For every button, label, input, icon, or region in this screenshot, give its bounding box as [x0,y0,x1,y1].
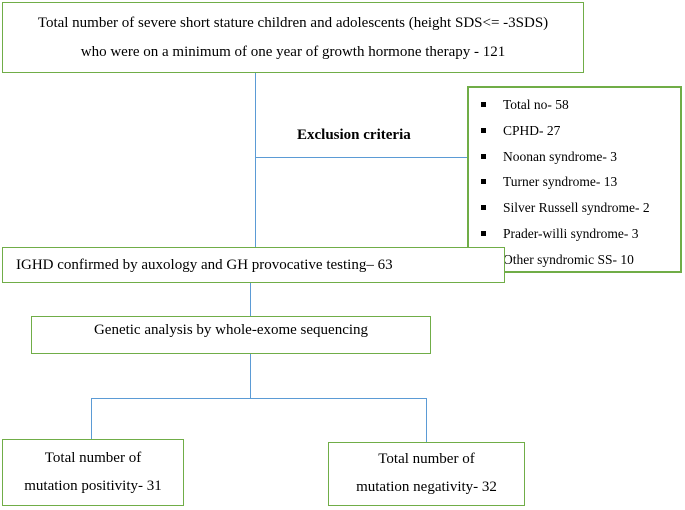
exclusion-item: Noonan syndrome- 3 [477,144,680,170]
mutation-negative-box: Total number of mutation negativity- 32 [328,442,525,506]
ighd-text: IGHD confirmed by auxology and GH provoc… [16,257,393,273]
bullet-icon [481,179,486,185]
connector-to-negative [426,398,427,442]
bullet-icon [481,102,486,107]
bullet-icon [481,205,486,211]
positive-line-2: mutation positivity- 31 [24,478,162,494]
exclusion-criteria-title: Exclusion criteria [297,127,411,143]
connector-split [91,398,427,399]
genetic-analysis-text: Genetic analysis by whole-exome sequenci… [93,322,369,338]
genetic-analysis-box: Genetic analysis by whole-exome sequenci… [31,316,431,354]
exclusion-item: Other syndromic SS- 10 [477,247,680,273]
connector-to-positive [91,398,92,439]
connector-top-to-ighd [255,73,256,247]
connector-genetic-down [250,354,251,398]
exclusion-item: Total no- 58 [477,92,680,118]
exclusion-item: CPHD- 27 [477,118,680,144]
cohort-line-1: Total number of severe short stature chi… [37,15,549,31]
bullet-icon [481,230,486,236]
positive-line-1: Total number of [44,450,142,466]
negative-line-1: Total number of [378,451,475,467]
negative-line-2: mutation negativity- 32 [356,479,497,495]
bullet-icon [481,153,486,159]
exclusion-item: Prader-willi syndrome- 3 [477,221,680,247]
exclusion-list: Total no- 58 CPHD- 27 Noonan syndrome- 3… [469,88,680,273]
ighd-box: IGHD confirmed by auxology and GH provoc… [2,247,505,283]
cohort-box: Total number of severe short stature chi… [2,2,584,73]
mutation-positive-box: Total number of mutation positivity- 31 [2,439,184,506]
exclusion-item: Turner syndrome- 13 [477,169,680,195]
cohort-line-2: who were on a minimum of one year of gro… [80,44,506,60]
exclusion-criteria-box: Total no- 58 CPHD- 27 Noonan syndrome- 3… [467,86,682,273]
exclusion-item: Silver Russell syndrome- 2 [477,195,680,221]
connector-to-exclusion [255,157,467,158]
bullet-icon [481,127,486,133]
connector-ighd-to-genetic [250,283,251,316]
